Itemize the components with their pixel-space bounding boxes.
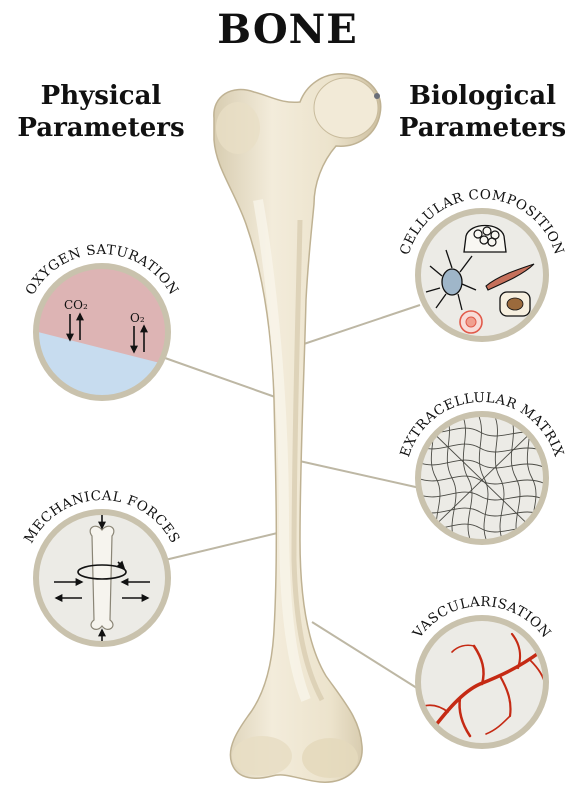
femur-condyle-left xyxy=(232,736,292,776)
oxygen-saturation-panel: CO₂ O₂ OXYGEN SATURATION xyxy=(22,242,181,410)
femur-fovea xyxy=(374,93,380,99)
femur-illustration xyxy=(214,74,381,782)
femur-condyle-right xyxy=(302,738,358,778)
osteoclast-icon xyxy=(464,226,506,253)
mechanical-forces-panel: MECHANICAL FORCES xyxy=(21,488,183,644)
cellular-composition-panel: CELLULAR COMPOSITION xyxy=(397,187,567,339)
femur-head xyxy=(314,78,378,138)
femur-trochanter xyxy=(216,102,260,154)
chondrocyte-nucleus xyxy=(507,298,523,310)
oxygen-o2-label: O₂ xyxy=(130,311,145,325)
leader-matrix xyxy=(286,458,420,488)
leader-oxygen xyxy=(165,358,278,398)
vascularisation-panel: VASCULARISATION xyxy=(406,594,558,746)
stem-cell-nucleus xyxy=(466,317,476,327)
extracellular-matrix-panel: EXTRACELLULAR MATRIX xyxy=(397,390,567,544)
leader-mechanical xyxy=(165,530,290,560)
oxygen-co2-label: CO₂ xyxy=(64,298,88,312)
